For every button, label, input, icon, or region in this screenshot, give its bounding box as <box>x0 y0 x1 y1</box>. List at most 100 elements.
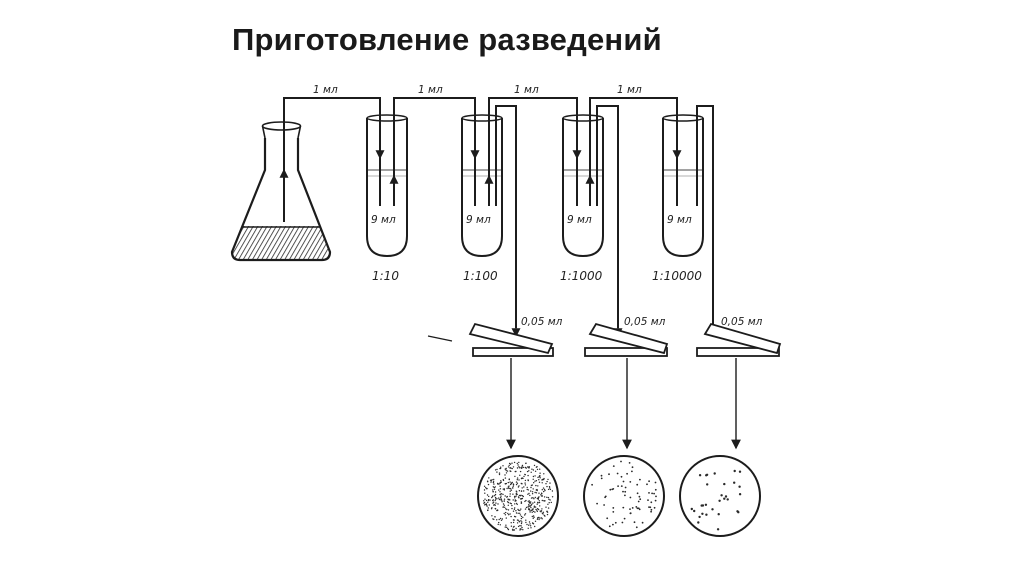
colony-dot <box>516 462 518 465</box>
colony-dot <box>535 480 538 482</box>
colony-dot <box>504 514 507 516</box>
colony-dot <box>512 510 515 512</box>
colony-dot <box>548 486 551 488</box>
colony-dot <box>495 508 497 510</box>
colony-dot <box>502 506 505 508</box>
colony-dot <box>638 508 641 511</box>
colony-dot <box>541 499 543 502</box>
colony-dot <box>528 508 530 511</box>
colony-dot <box>489 479 492 481</box>
colony-dot <box>487 483 490 486</box>
slide-title: Приготовление разведений <box>232 22 662 57</box>
colony-dot <box>611 488 614 491</box>
colony-dot <box>489 499 491 501</box>
colony-dot <box>522 466 525 469</box>
colony-dot <box>518 467 521 469</box>
colony-dot <box>617 485 619 487</box>
colony-dot <box>624 486 627 489</box>
colony-dot <box>639 498 642 501</box>
colony-dot <box>606 517 609 520</box>
culture-flask <box>230 121 332 262</box>
colony-dot <box>517 464 519 466</box>
colony-dot <box>525 462 527 464</box>
colony-dot <box>509 513 511 515</box>
colony-dot <box>650 501 653 504</box>
colony-dot <box>612 465 615 467</box>
colony-dot <box>537 508 540 511</box>
colony-dot <box>600 474 603 477</box>
colony-dot <box>534 525 536 528</box>
colony-dot <box>620 485 623 487</box>
colony-dot <box>537 476 539 479</box>
colony-dot <box>509 490 511 492</box>
colony-dot <box>526 523 528 526</box>
colony-dot <box>538 492 540 494</box>
colony-dot <box>533 501 536 503</box>
colony-dot <box>520 467 522 469</box>
colony-dot <box>629 512 632 515</box>
colony-dot <box>531 511 533 513</box>
colony-dot <box>507 499 510 501</box>
colony-dot <box>512 484 515 486</box>
colony-dot <box>521 464 524 467</box>
colony-dot <box>492 486 494 488</box>
petri-dish-2 <box>584 322 669 357</box>
colony-dot <box>512 487 514 489</box>
colony-dot <box>533 516 535 518</box>
colony-dot <box>738 485 741 488</box>
colony-dot <box>549 482 551 484</box>
colony-dot <box>531 508 533 510</box>
colony-dot <box>507 527 509 530</box>
colony-dot <box>486 480 489 482</box>
colony-dot <box>505 472 508 474</box>
colony-dot <box>612 507 615 509</box>
colony-dot <box>499 467 501 470</box>
colony-dot <box>507 486 509 488</box>
colony-dot <box>526 488 528 491</box>
colony-dot <box>496 519 498 521</box>
colony-dot <box>524 508 527 510</box>
colony-dot <box>506 487 508 490</box>
colony-dot <box>519 512 521 514</box>
colony-dot <box>501 518 504 520</box>
colony-dot <box>536 508 539 510</box>
colony-dot <box>500 466 502 468</box>
colony-dot <box>532 497 534 499</box>
colony-dot <box>701 504 705 507</box>
colony-dot <box>515 527 517 530</box>
colony-dot <box>527 493 529 495</box>
colony-dot <box>532 488 534 490</box>
colony-dot <box>523 490 525 492</box>
colony-dot <box>503 488 506 490</box>
colony-dot <box>532 515 535 517</box>
colony-dot <box>494 486 496 488</box>
colony-dot <box>502 493 504 496</box>
colony-dot <box>505 482 507 485</box>
colony-dot <box>512 493 514 495</box>
colony-dot <box>494 516 496 518</box>
colony-dot <box>527 489 529 491</box>
colony-dot <box>491 496 493 499</box>
colony-dot <box>697 521 700 524</box>
colony-dot <box>517 519 519 521</box>
tube-volume-label-4: 9 мл <box>667 214 692 226</box>
colony-dot <box>600 477 603 480</box>
colony-dot <box>528 467 530 469</box>
colony-dot <box>498 473 501 476</box>
colony-dot <box>494 504 496 506</box>
colony-dot <box>532 517 534 520</box>
colony-dot <box>506 470 509 472</box>
transfer-label-3: 1 мл <box>514 84 539 96</box>
colony-dot <box>629 481 632 483</box>
colony-dot <box>596 502 598 505</box>
colony-dot <box>717 513 720 516</box>
colony-dot <box>510 489 513 491</box>
colony-dot <box>536 488 538 491</box>
colony-dot <box>488 495 490 498</box>
colony-dot <box>513 515 516 518</box>
colony-plate-sparse <box>679 455 761 537</box>
petri-dish-3 <box>696 322 782 357</box>
colony-dot <box>528 504 530 506</box>
colony-dot <box>516 522 519 524</box>
colony-dot <box>723 497 726 500</box>
